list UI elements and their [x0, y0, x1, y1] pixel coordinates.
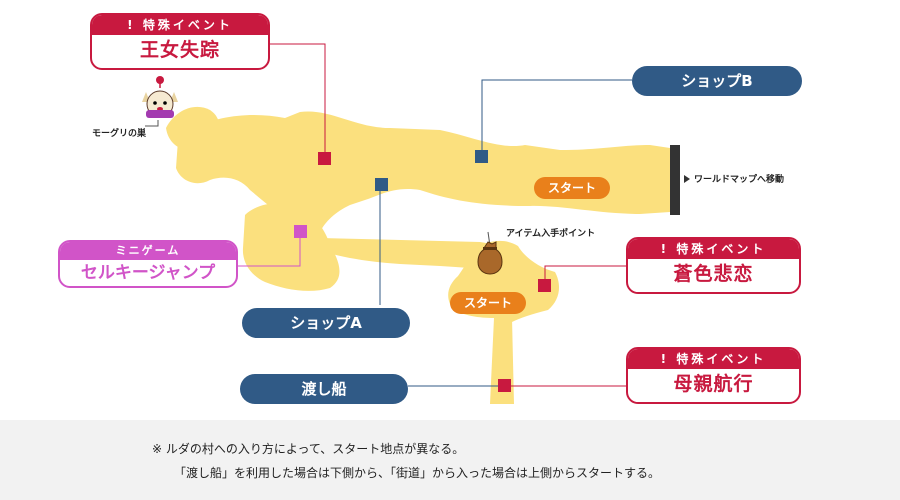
minigame-box[interactable]: ミニゲーム セルキージャンプ: [58, 240, 238, 288]
event-marker[interactable]: [318, 152, 331, 165]
event-marker[interactable]: [498, 379, 511, 392]
moogle-nest-label: モーグリの巣: [92, 129, 147, 139]
leader-event-1: [270, 43, 326, 158]
minigame-marker[interactable]: [294, 225, 307, 238]
event-title: 王女失踪: [139, 39, 220, 61]
shop-marker[interactable]: [475, 150, 488, 163]
leader-shop-b: [481, 79, 632, 156]
minigame-title: セルキージャンプ: [80, 263, 216, 283]
event-title: 母親航行: [673, 373, 754, 395]
start-label-upper: スタート: [534, 177, 610, 199]
event-title: 蒼色悲恋: [673, 263, 754, 285]
leader-event-2: [544, 265, 626, 285]
shop-a-label[interactable]: ショップA: [242, 308, 410, 338]
west-area: [242, 203, 340, 291]
event-header: ! 特殊イベント: [628, 239, 799, 259]
event-header: ! 特殊イベント: [92, 15, 268, 35]
event-header: ! 特殊イベント: [628, 349, 799, 369]
footer-note-area: ※ ルダの村への入り方によって、スタート地点が異なる。 「渡し船」を利用した場合…: [0, 420, 900, 500]
note-line-2: 「渡し船」を利用した場合は下側から、「街道」から入った場合は上側からスタートする…: [174, 466, 661, 480]
note-line-1: ※ ルダの村への入り方によって、スタート地点が異なる。: [152, 442, 465, 456]
exclamation-icon: !: [127, 18, 136, 32]
exclamation-icon: !: [660, 352, 670, 366]
event-box-mother-voyage[interactable]: ! 特殊イベント 母親航行: [626, 347, 801, 404]
leader-minigame: [238, 233, 301, 267]
item-bag-icon: [477, 231, 503, 275]
upper-corridor: [176, 111, 670, 232]
item-point-label: アイテム入手ポイント: [506, 229, 596, 239]
moogle-icon: [142, 76, 178, 118]
minigame-header: ミニゲーム: [60, 242, 236, 260]
middle-strip: [320, 238, 512, 269]
ferry-label[interactable]: 渡し船: [240, 374, 408, 404]
leader-lines: [145, 43, 632, 387]
world-map-exit-bar[interactable]: [670, 145, 690, 215]
shop-marker[interactable]: [375, 178, 388, 191]
moogle-nest-area: [166, 106, 219, 150]
event-box-blue-tragedy[interactable]: ! 特殊イベント 蒼色悲恋: [626, 237, 801, 294]
event-box-princess[interactable]: ! 特殊イベント 王女失踪: [90, 13, 270, 70]
shop-b-label[interactable]: ショップB: [632, 66, 802, 96]
walkable-area: [166, 106, 670, 404]
event-marker[interactable]: [538, 279, 551, 292]
world-map-label: ワールドマップへ移動: [694, 175, 785, 185]
leader-moogle: [145, 120, 159, 127]
exclamation-icon: !: [660, 242, 670, 256]
start-label-lower: スタート: [450, 292, 526, 314]
markers: [294, 150, 551, 392]
